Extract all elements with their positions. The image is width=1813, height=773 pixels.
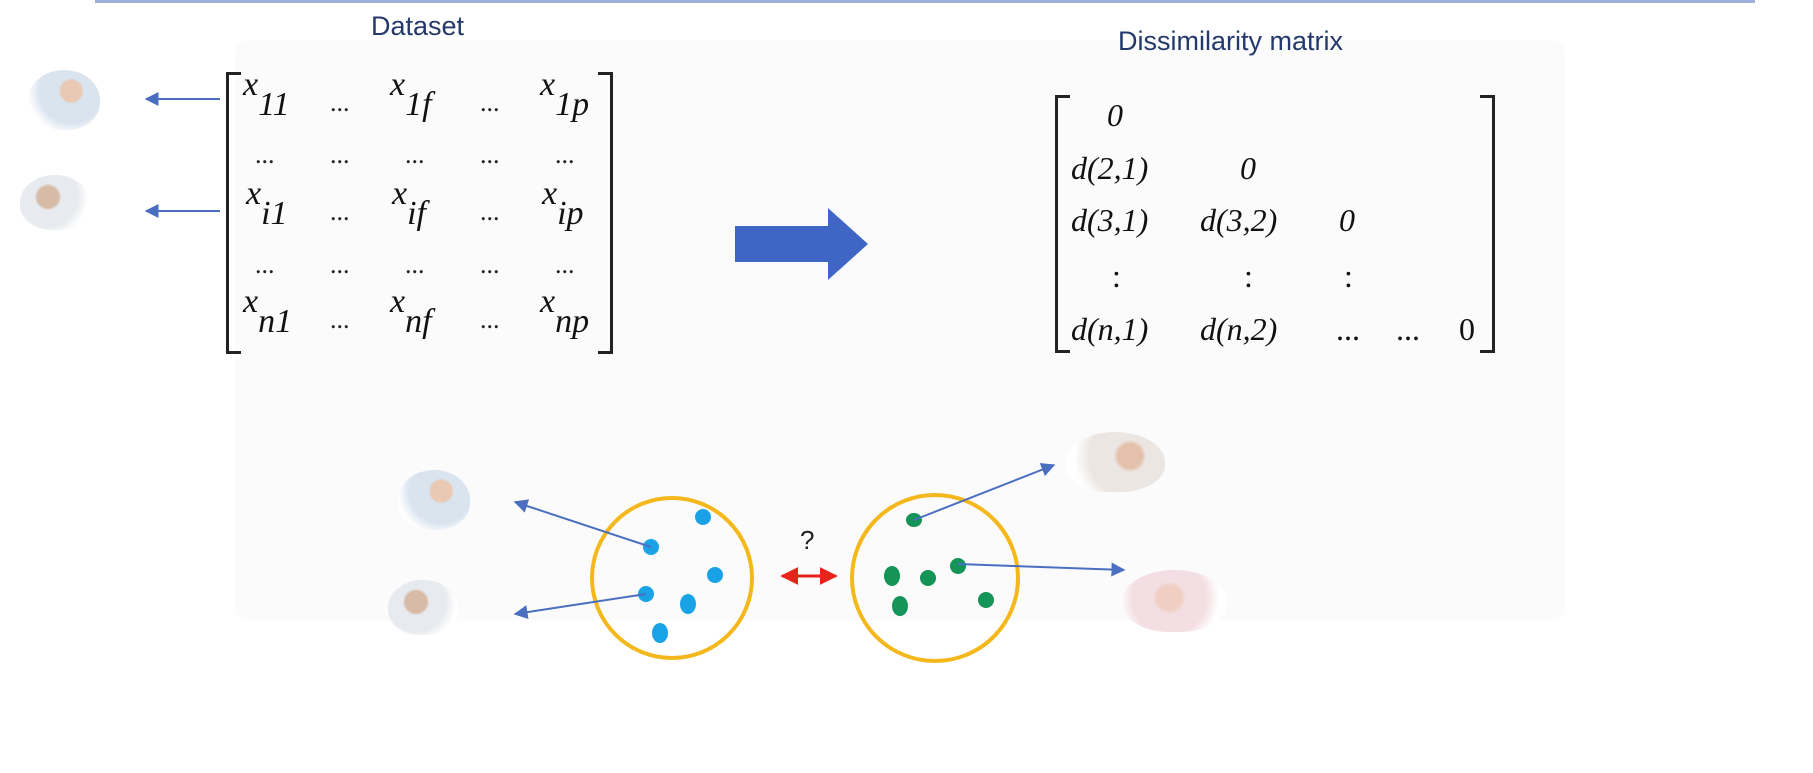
- green-point: [920, 570, 936, 586]
- m-2-1: d(3,2): [1200, 202, 1278, 238]
- matrix-title: Dissimilarity matrix: [1118, 26, 1343, 56]
- green-point: [884, 566, 900, 586]
- m-4-4: 0: [1459, 311, 1475, 347]
- dots: ...: [330, 88, 350, 117]
- patient-photo: [388, 580, 458, 635]
- cluster-green: [850, 493, 1020, 663]
- matrix-left-bracket: [1055, 95, 1070, 353]
- xnf: xnf: [390, 283, 432, 340]
- dataset-title: Dataset: [371, 11, 465, 41]
- m-2-0: d(3,1): [1071, 202, 1149, 238]
- dots: ...: [330, 197, 350, 226]
- blue-point: [652, 623, 668, 643]
- patient-photo: [28, 70, 100, 130]
- m-2-2: 0: [1339, 202, 1355, 238]
- dots: ...: [555, 250, 575, 279]
- dots: ...: [405, 250, 425, 279]
- pointer-green-1: [913, 463, 1056, 521]
- blue-point: [707, 567, 723, 583]
- m-1-0: d(2,1): [1071, 150, 1149, 186]
- xn1: xn1: [243, 283, 293, 340]
- pointer-blue-1: [513, 499, 652, 548]
- dots: ...: [330, 250, 350, 279]
- pointer-blue-2: [513, 593, 647, 620]
- blue-point: [680, 594, 696, 614]
- dots: ...: [480, 250, 500, 279]
- dots: ...: [480, 305, 500, 334]
- dots: ...: [480, 140, 500, 169]
- m-4-0: d(n,1): [1071, 311, 1149, 347]
- xif: xif: [392, 175, 426, 232]
- dots: ...: [330, 140, 350, 169]
- m-3-2: :: [1344, 258, 1353, 294]
- m-4-1: d(n,2): [1200, 311, 1278, 347]
- question-mark: ?: [800, 525, 815, 555]
- top-rule: [95, 0, 1755, 3]
- pointer-green-2: [957, 562, 1126, 577]
- dataset-left-bracket: [226, 72, 241, 354]
- xi1: xi1: [246, 175, 288, 232]
- dots: ...: [405, 140, 425, 169]
- patient-photo: [398, 470, 470, 530]
- m-4-3: ...: [1396, 311, 1420, 347]
- green-point: [950, 558, 966, 574]
- patient-photo: [1065, 432, 1165, 492]
- x11: x11: [243, 66, 290, 123]
- x1p: x1p: [540, 66, 590, 123]
- dots: ...: [480, 88, 500, 117]
- green-point: [978, 592, 994, 608]
- dataset-right-bracket: [598, 72, 613, 354]
- m-3-0: :: [1112, 258, 1121, 294]
- matrix-right-bracket: [1480, 95, 1495, 353]
- patient-photo: [1122, 570, 1227, 632]
- xip: xip: [542, 175, 584, 232]
- patient-photo: [20, 175, 90, 230]
- m-3-1: :: [1244, 258, 1253, 294]
- dots: ...: [330, 305, 350, 334]
- cluster-blue: [590, 496, 754, 660]
- m-4-2: ...: [1336, 311, 1360, 347]
- m-1-1: 0: [1240, 150, 1256, 186]
- dots: ...: [480, 197, 500, 226]
- m-0-0: 0: [1107, 97, 1123, 133]
- dots: ...: [255, 250, 275, 279]
- arrow-right-icon: [735, 208, 868, 280]
- blue-point: [695, 509, 711, 525]
- dots-row: ...: [255, 140, 275, 169]
- green-point: [892, 596, 908, 616]
- x1f: x1f: [390, 66, 432, 123]
- xnp: xnp: [540, 283, 590, 340]
- dots: ...: [555, 140, 575, 169]
